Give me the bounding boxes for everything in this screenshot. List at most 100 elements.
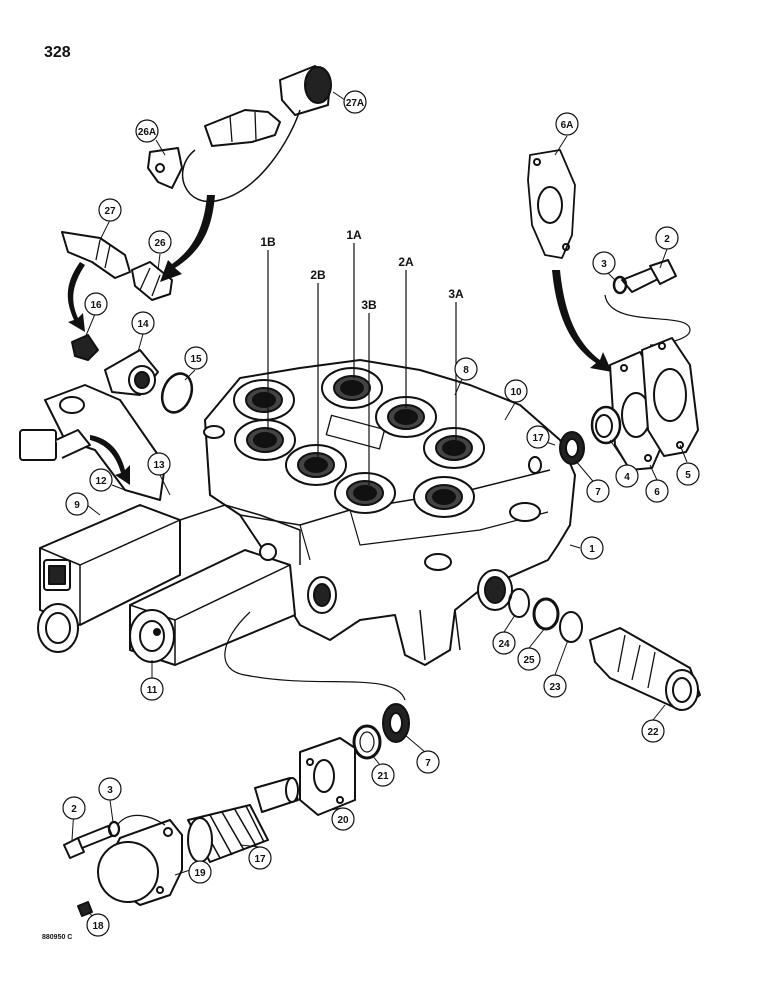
svg-text:27: 27 xyxy=(104,206,116,217)
o-ring-15 xyxy=(160,372,194,414)
washer-3-top xyxy=(612,275,628,295)
callout-22: 22 xyxy=(641,719,665,743)
svg-text:14: 14 xyxy=(137,319,149,330)
spring-17-bottom xyxy=(187,777,299,863)
callout-18: 18 xyxy=(86,913,110,937)
fitting-14 xyxy=(104,349,159,396)
svg-text:5: 5 xyxy=(685,470,691,481)
gasket-5 xyxy=(641,337,699,457)
svg-text:12: 12 xyxy=(95,476,107,487)
callout-2-top: 2 xyxy=(655,226,679,250)
callout-15: 15 xyxy=(184,346,208,370)
callout-23: 23 xyxy=(543,674,567,698)
callout-5: 5 xyxy=(676,462,700,486)
callout-11: 11 xyxy=(140,677,164,701)
callout-12: 12 xyxy=(89,468,113,492)
callout-9: 9 xyxy=(65,492,89,516)
wire-bottom xyxy=(224,611,406,701)
callout-7-right: 7 xyxy=(586,479,610,503)
svg-text:25: 25 xyxy=(523,655,535,666)
svg-text:7: 7 xyxy=(425,758,431,769)
callout-2-bottom: 2 xyxy=(62,796,86,820)
valve-body xyxy=(203,359,576,666)
seal-7-right xyxy=(559,431,585,465)
seal-7-bottom xyxy=(382,703,410,743)
svg-text:3: 3 xyxy=(601,259,607,270)
svg-text:3: 3 xyxy=(107,785,113,796)
callout-17-bottom: 17 xyxy=(248,846,272,870)
callout-24: 24 xyxy=(492,631,516,655)
svg-text:19: 19 xyxy=(194,868,206,879)
svg-text:6A: 6A xyxy=(561,120,574,131)
svg-text:26: 26 xyxy=(154,238,166,249)
elbow-26a xyxy=(147,147,183,189)
callout-27: 27 xyxy=(98,198,122,222)
port-label-1b: 1B xyxy=(260,235,276,249)
seal-4 xyxy=(590,405,622,445)
callout-16: 16 xyxy=(84,292,108,316)
callout-21: 21 xyxy=(371,763,395,787)
port-labels: 1B 1A 2B 2A 3B 3A xyxy=(260,228,464,312)
svg-text:26A: 26A xyxy=(138,127,156,138)
assembly-arrows xyxy=(67,195,612,485)
callout-27a: 27A xyxy=(343,90,367,114)
port-label-1a: 1A xyxy=(346,228,362,242)
callout-10: 10 xyxy=(504,379,528,403)
o-ring-24 xyxy=(508,588,530,618)
svg-text:2: 2 xyxy=(664,234,670,245)
bolt-2-bottom xyxy=(63,825,113,859)
adapter-26 xyxy=(131,261,173,301)
callout-7-bottom: 7 xyxy=(416,750,440,774)
document-code: 880950 C xyxy=(42,934,73,941)
gasket-6a xyxy=(527,149,576,259)
callout-6: 6 xyxy=(645,479,669,503)
page-number: 328 xyxy=(44,44,71,61)
svg-text:10: 10 xyxy=(510,387,522,398)
relief-valve-22 xyxy=(589,627,701,711)
svg-text:20: 20 xyxy=(337,815,349,826)
svg-text:24: 24 xyxy=(498,639,510,650)
svg-text:27A: 27A xyxy=(346,98,364,109)
callout-leaders xyxy=(71,91,688,921)
callout-14: 14 xyxy=(131,311,155,335)
port-leader-lines xyxy=(267,243,457,485)
port-label-2b: 2B xyxy=(310,268,326,282)
svg-text:18: 18 xyxy=(92,921,104,932)
coupler-27a xyxy=(181,65,332,203)
callout-3-bottom: 3 xyxy=(98,777,122,801)
svg-text:1: 1 xyxy=(589,544,595,555)
callout-19: 19 xyxy=(188,860,212,884)
svg-text:11: 11 xyxy=(147,685,158,696)
callout-25: 25 xyxy=(517,647,541,671)
callout-4: 4 xyxy=(615,464,639,488)
spool-housing-link xyxy=(179,504,301,565)
svg-text:16: 16 xyxy=(90,300,102,311)
svg-text:21: 21 xyxy=(377,771,389,782)
bolt-2-top xyxy=(621,259,677,293)
svg-text:17: 17 xyxy=(532,433,544,444)
port-label-3b: 3B xyxy=(361,298,377,312)
callout-20: 20 xyxy=(331,807,355,831)
port-label-3a: 3A xyxy=(448,287,464,301)
svg-text:4: 4 xyxy=(624,472,630,483)
svg-text:8: 8 xyxy=(463,365,469,376)
svg-text:2: 2 xyxy=(71,804,77,815)
callout-13: 13 xyxy=(147,452,171,476)
callout-17-right: 17 xyxy=(526,425,550,449)
svg-text:9: 9 xyxy=(74,500,80,511)
svg-text:17: 17 xyxy=(254,854,266,865)
o-ring-23 xyxy=(559,611,583,643)
callout-3-top: 3 xyxy=(592,251,616,275)
svg-text:7: 7 xyxy=(595,487,601,498)
spool-cap-11 xyxy=(129,543,296,666)
callout-1: 1 xyxy=(580,536,604,560)
seal-21 xyxy=(352,724,382,760)
fitting-16 xyxy=(71,334,99,361)
svg-text:13: 13 xyxy=(153,460,165,471)
svg-text:22: 22 xyxy=(647,727,659,738)
cap-19 xyxy=(97,819,183,906)
svg-text:23: 23 xyxy=(549,682,561,693)
wire-top xyxy=(604,294,691,346)
